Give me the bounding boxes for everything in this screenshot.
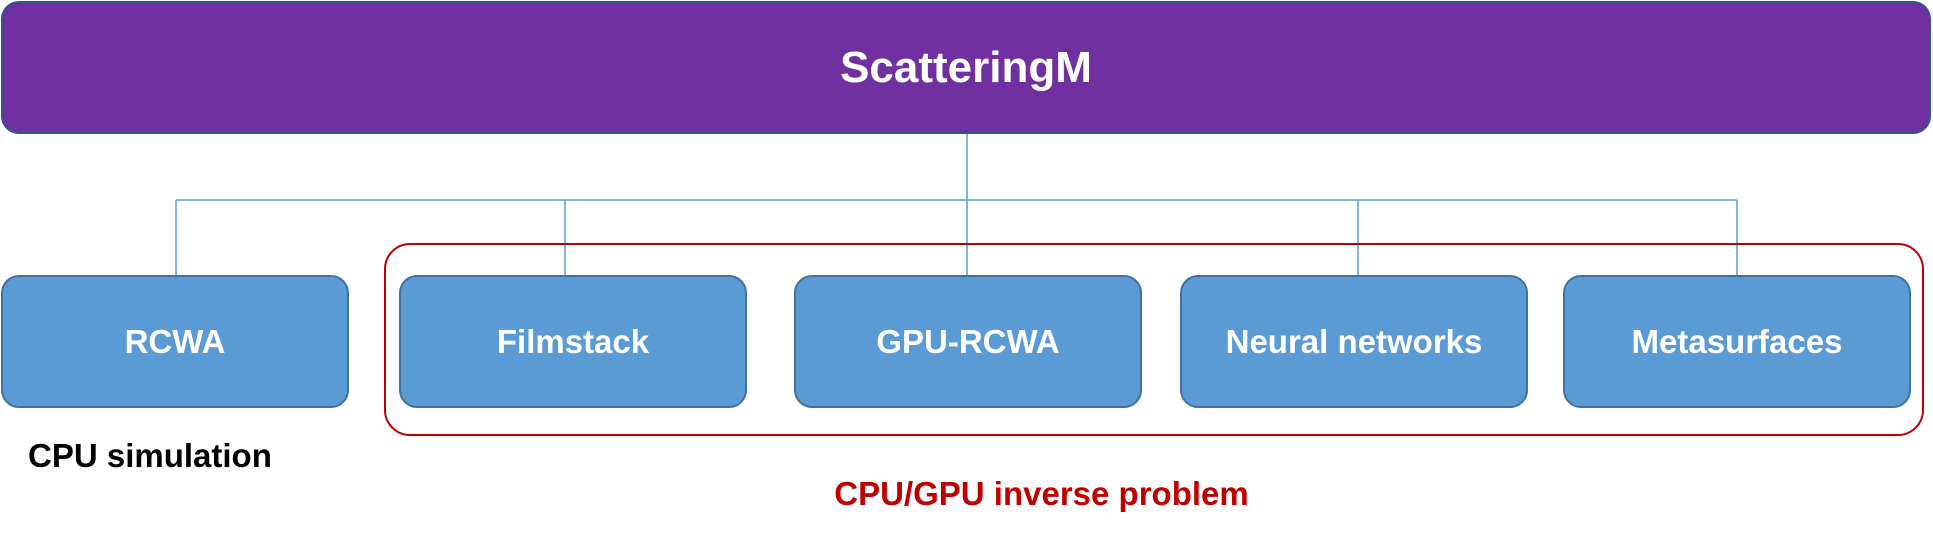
node-gpu-rcwa: GPU-RCWA — [794, 275, 1142, 408]
node-rcwa-label: RCWA — [124, 322, 226, 360]
node-filmstack: Filmstack — [399, 275, 747, 408]
root-node-label: ScatteringM — [840, 42, 1092, 92]
inverse-problem-group-box — [384, 243, 1924, 436]
inverse-problem-caption: CPU/GPU inverse problem — [834, 475, 1249, 512]
node-rcwa: RCWA — [1, 275, 349, 408]
node-filmstack-label: Filmstack — [496, 322, 650, 360]
node-metasurfaces: Metasurfaces — [1563, 275, 1911, 408]
node-neural-networks-label: Neural networks — [1225, 322, 1483, 360]
root-node-scatteringm: ScatteringM — [1, 1, 1931, 134]
node-neural-networks: Neural networks — [1180, 275, 1528, 408]
node-metasurfaces-label: Metasurfaces — [1631, 322, 1843, 360]
node-gpu-rcwa-label: GPU-RCWA — [876, 322, 1060, 360]
cpu-simulation-caption: CPU simulation — [28, 437, 272, 474]
